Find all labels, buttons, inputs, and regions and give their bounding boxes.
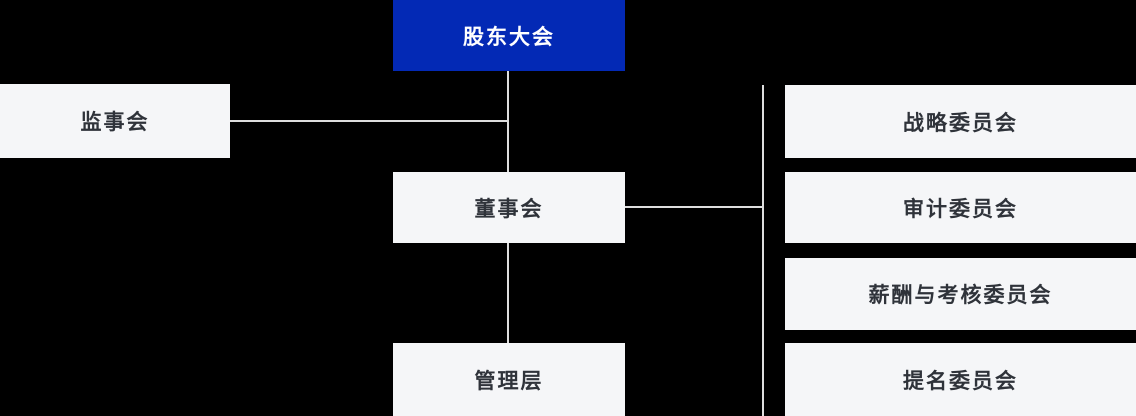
connector-supervisory-to-trunk: [230, 120, 508, 122]
node-label: 监事会: [80, 111, 150, 134]
node-label: 董事会: [474, 197, 544, 221]
connector-committees-trunk: [762, 85, 764, 416]
node-supervisory-board: 监事会: [0, 84, 230, 158]
node-compensation-appraisal-committee: 薪酬与考核委员会: [785, 258, 1136, 330]
node-label: 审计委员会: [903, 197, 1018, 221]
node-strategy-committee: 战略委员会: [785, 85, 1136, 158]
node-label: 股东大会: [463, 25, 555, 49]
node-label: 提名委员会: [903, 369, 1018, 393]
node-nomination-committee: 提名委员会: [785, 343, 1136, 416]
node-audit-committee: 审计委员会: [785, 172, 1136, 243]
node-label: 管理层: [474, 369, 544, 393]
connector-board-to-committees: [625, 206, 763, 208]
node-shareholders-meeting: 股东大会: [393, 0, 625, 71]
connector-board-to-management: [507, 243, 509, 343]
connector-shareholders-to-board: [507, 71, 509, 172]
node-label: 薪酬与考核委员会: [868, 284, 1053, 307]
node-management: 管理层: [393, 343, 625, 416]
node-label: 战略委员会: [903, 111, 1018, 135]
node-board-of-directors: 董事会: [393, 172, 625, 243]
